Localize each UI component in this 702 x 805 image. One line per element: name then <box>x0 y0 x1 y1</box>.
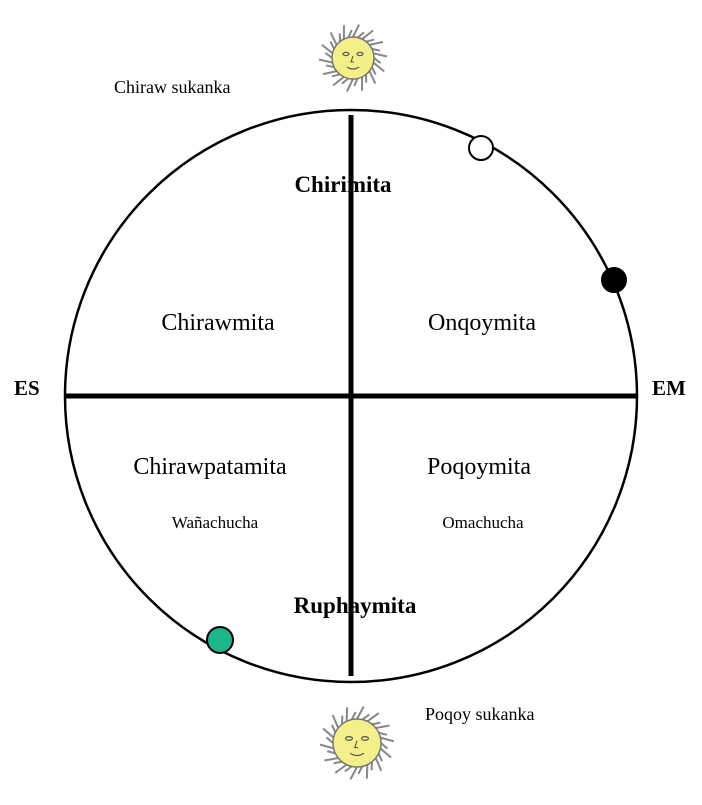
sun-ray <box>335 765 346 773</box>
sun-ray <box>367 713 378 721</box>
sun-ray <box>372 67 376 74</box>
sun-ray <box>324 758 338 761</box>
season-top-label: Chirimita <box>294 172 392 197</box>
quadrant-top-right-label: Onqoymita <box>428 310 536 336</box>
sun-face <box>332 37 374 79</box>
sun-ray <box>372 723 380 725</box>
sun-ray <box>362 715 369 720</box>
sun-ray <box>350 767 357 779</box>
sun-ray <box>342 78 348 83</box>
sun-ray <box>319 60 332 63</box>
sun-ray <box>347 707 348 721</box>
solstice-bottom-label: Poqoy sukanka <box>425 704 535 724</box>
solstice-top-label: Chiraw sukanka <box>114 77 230 97</box>
sun-ray <box>334 762 342 764</box>
marker-white <box>469 136 493 160</box>
sun-ray <box>369 42 383 45</box>
sun-ray <box>367 765 368 779</box>
sun-ray <box>353 25 359 37</box>
sun-ray <box>373 63 384 72</box>
sun-ray <box>323 71 337 74</box>
sun-ray <box>366 40 374 42</box>
sun-ray <box>374 58 381 63</box>
sun-ray <box>362 31 373 40</box>
sublabel-bottom-left: Wañachucha <box>172 513 259 532</box>
sun-ray <box>379 753 382 761</box>
sun-ray <box>358 32 364 37</box>
marker-black <box>602 268 626 292</box>
sun-ray <box>347 79 353 91</box>
quadrant-bottom-right-label: Poqoymita <box>427 454 531 480</box>
sun-ray <box>381 743 387 749</box>
season-bottom-label: Ruphaymita <box>294 593 417 618</box>
sun-ray <box>320 745 334 749</box>
sun-ray <box>373 53 386 56</box>
east-label: EM <box>652 376 686 400</box>
quadrant-top-left-label: Chirawmita <box>161 310 275 336</box>
sun-face <box>333 719 381 767</box>
sun-ray <box>323 728 334 737</box>
sun-ray <box>376 725 390 728</box>
sun-ray <box>330 42 334 49</box>
sun-ray <box>357 707 364 719</box>
sublabel-bottom-right: Omachucha <box>442 513 524 532</box>
sun-ray <box>332 725 335 733</box>
west-label: ES <box>14 376 40 400</box>
sun-ray <box>327 737 333 743</box>
sun-ray <box>333 77 344 86</box>
sun-ray <box>345 766 352 771</box>
sun-ray <box>322 45 333 54</box>
sun-ray <box>325 53 332 58</box>
sun-ray <box>380 748 391 757</box>
sun-ray <box>332 74 340 76</box>
quadrant-bottom-left-label: Chirawpatamita <box>133 454 287 480</box>
sun-ray <box>380 738 394 742</box>
marker-green <box>207 627 233 653</box>
sun-bottom-icon <box>320 707 394 780</box>
sun-top-icon <box>319 25 387 92</box>
